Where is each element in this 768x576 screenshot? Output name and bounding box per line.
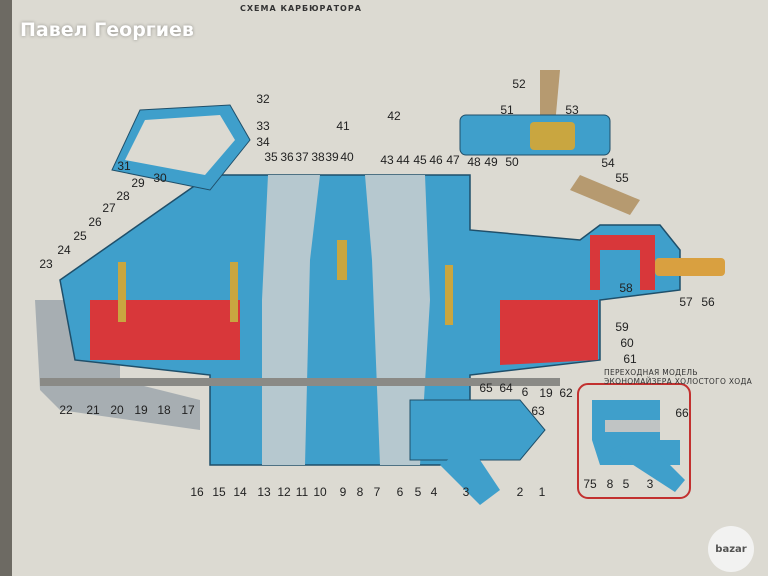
callout: 47 bbox=[446, 153, 460, 167]
watermark: Павел Георгиев bbox=[20, 19, 194, 41]
callout: 52 bbox=[512, 77, 526, 91]
callout: 20 bbox=[110, 403, 124, 417]
callout: 35 bbox=[264, 150, 278, 164]
callout: 58 bbox=[619, 281, 633, 295]
callout: 40 bbox=[340, 150, 354, 164]
callout: 57 bbox=[679, 295, 693, 309]
callout: 36 bbox=[280, 150, 294, 164]
callout: 4 bbox=[430, 485, 438, 499]
callout: 64 bbox=[499, 381, 513, 395]
callout: 22 bbox=[59, 403, 73, 417]
inset-caption: ПЕРЕХОДНАЯ МОДЕЛЬ ЭКОНОМАЙЗЕРА ХОЛОСТОГО… bbox=[604, 368, 752, 386]
callout: 12 bbox=[277, 485, 291, 499]
inset-caption-line: ЭКОНОМАЙЗЕРА ХОЛОСТОГО ХОДА bbox=[604, 377, 753, 386]
callout: 1 bbox=[538, 485, 546, 499]
callout: 27 bbox=[102, 201, 116, 215]
callout: 43 bbox=[380, 153, 394, 167]
callout: 31 bbox=[117, 159, 131, 173]
callout: 8 bbox=[356, 485, 364, 499]
callout: 5 bbox=[414, 485, 422, 499]
callout: 29 bbox=[131, 176, 145, 190]
callout: 60 bbox=[620, 336, 634, 350]
callout: 49 bbox=[484, 155, 498, 169]
callout: 3 bbox=[462, 485, 470, 499]
callout: 39 bbox=[325, 150, 339, 164]
callout: 10 bbox=[313, 485, 327, 499]
callout: 46 bbox=[429, 153, 443, 167]
site-logo: bazar bbox=[708, 526, 754, 572]
callout: 63 bbox=[531, 404, 545, 418]
callout: 37 bbox=[295, 150, 309, 164]
callout: 21 bbox=[86, 403, 100, 417]
callout: 23 bbox=[39, 257, 53, 271]
callout: 25 bbox=[73, 229, 87, 243]
callout: 28 bbox=[116, 189, 130, 203]
callout: 9 bbox=[339, 485, 347, 499]
callout: 66 bbox=[675, 406, 689, 420]
callout: 6 bbox=[396, 485, 404, 499]
callout: 18 bbox=[157, 403, 171, 417]
callout: 34 bbox=[256, 135, 270, 149]
callout: 26 bbox=[88, 215, 102, 229]
callout: 44 bbox=[396, 153, 410, 167]
callout: 32 bbox=[256, 92, 270, 106]
callout: 33 bbox=[256, 119, 270, 133]
callout: 45 bbox=[413, 153, 427, 167]
callout: 24 bbox=[57, 243, 71, 257]
callout: 54 bbox=[601, 156, 615, 170]
callout: 13 bbox=[257, 485, 271, 499]
callout: 6 bbox=[521, 385, 529, 399]
callout: 75 bbox=[583, 477, 597, 491]
inset-caption-line: ПЕРЕХОДНАЯ МОДЕЛЬ bbox=[604, 368, 698, 377]
callout: 50 bbox=[505, 155, 519, 169]
callout: 61 bbox=[623, 352, 637, 366]
callout: 8 bbox=[606, 477, 614, 491]
callout: 41 bbox=[336, 119, 350, 133]
callout: 11 bbox=[295, 485, 309, 499]
callout: 19 bbox=[539, 386, 553, 400]
callout: 53 bbox=[565, 103, 579, 117]
callout: 15 bbox=[212, 485, 226, 499]
callout: 55 bbox=[615, 171, 629, 185]
callout: 62 bbox=[559, 386, 573, 400]
callout: 7 bbox=[373, 485, 381, 499]
callout: 51 bbox=[500, 103, 514, 117]
callout: 2 bbox=[516, 485, 524, 499]
callout: 59 bbox=[615, 320, 629, 334]
callout: 38 bbox=[311, 150, 325, 164]
callout: 14 bbox=[233, 485, 247, 499]
callout: 19 bbox=[134, 403, 148, 417]
callout: 17 bbox=[181, 403, 195, 417]
callout: 65 bbox=[479, 381, 493, 395]
callout: 16 bbox=[190, 485, 204, 499]
callout: 30 bbox=[153, 171, 167, 185]
callout: 3 bbox=[646, 477, 654, 491]
page-header: СХЕМА КАРБЮРАТОРА bbox=[240, 4, 362, 13]
callout: 5 bbox=[622, 477, 630, 491]
callout: 48 bbox=[467, 155, 481, 169]
callout: 42 bbox=[387, 109, 401, 123]
callout: 56 bbox=[701, 295, 715, 309]
